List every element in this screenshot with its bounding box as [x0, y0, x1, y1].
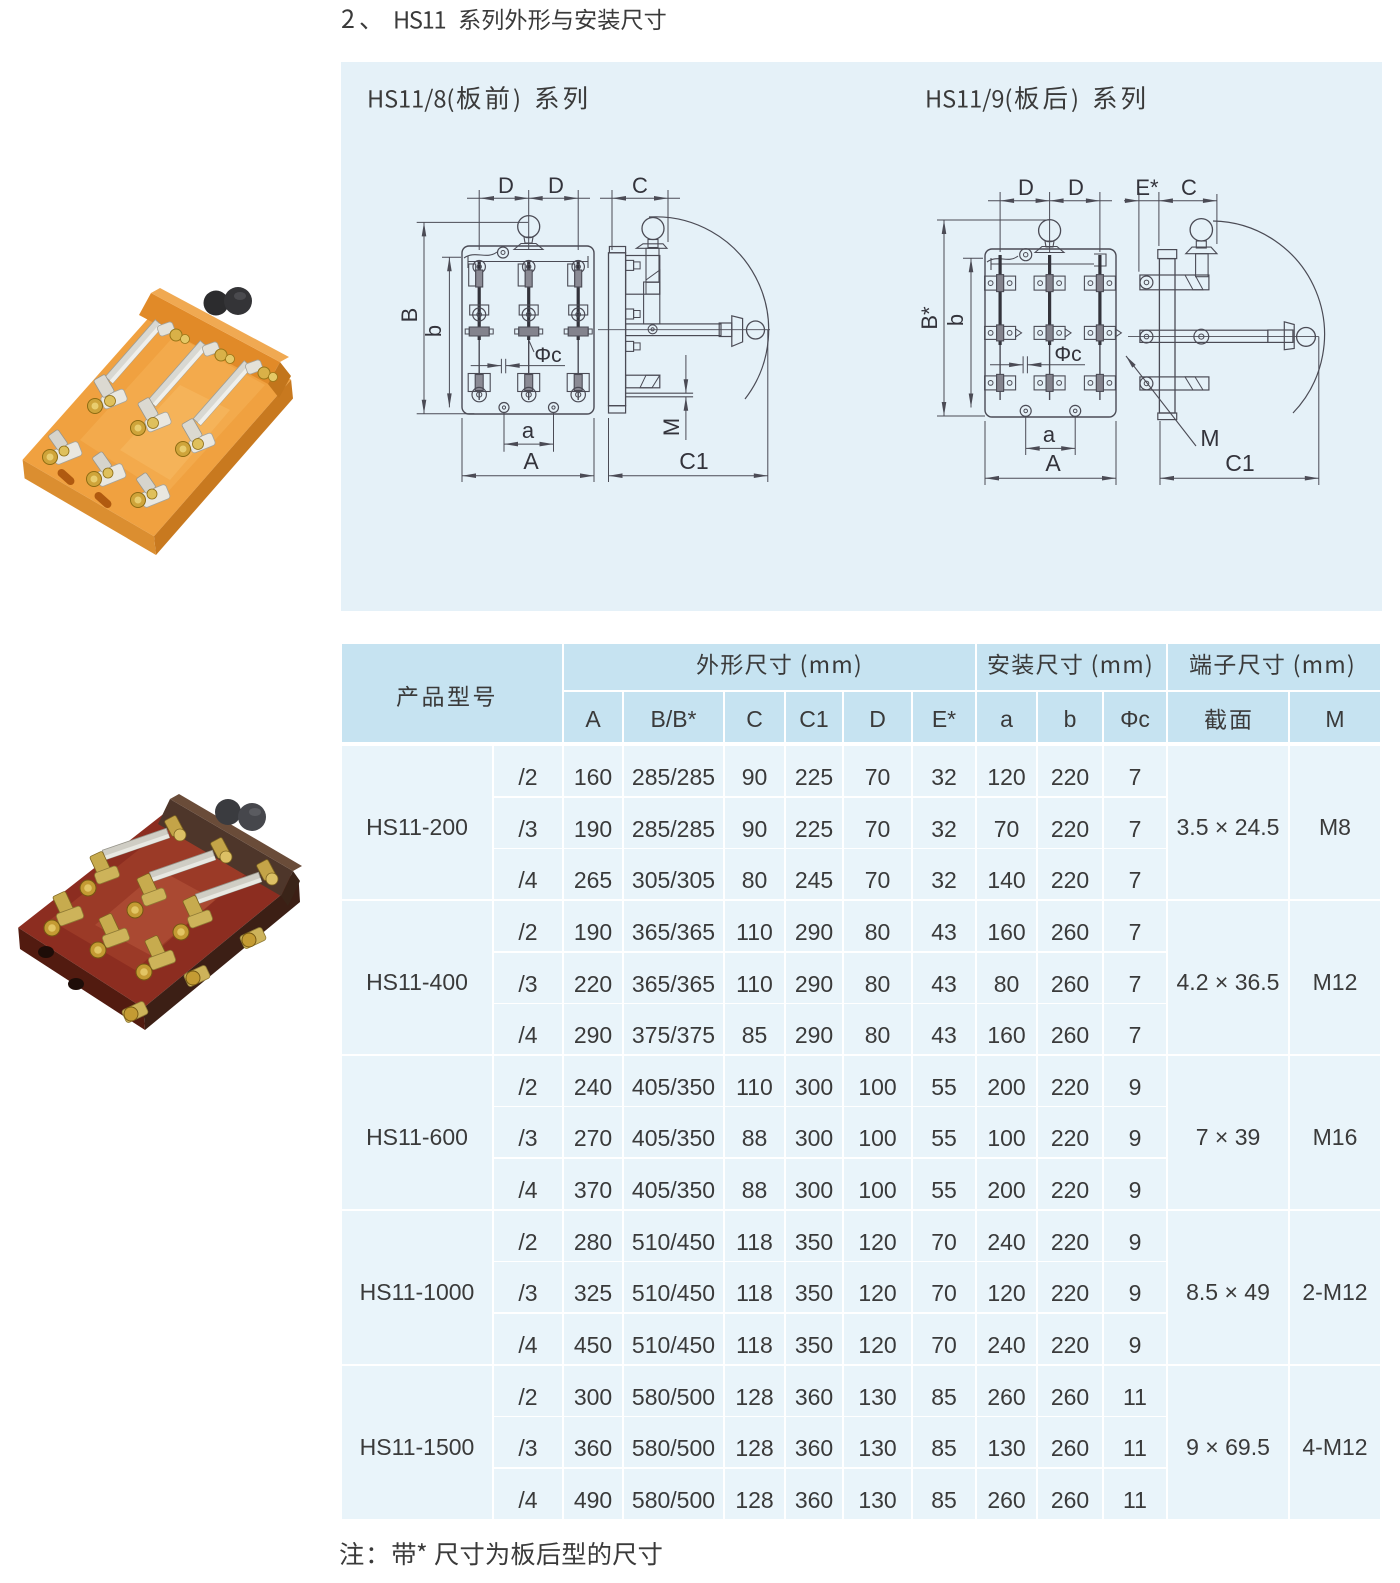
svg-text:C1: C1: [1225, 450, 1254, 476]
svg-text:a: a: [1043, 422, 1056, 447]
svg-text:Φc: Φc: [534, 344, 561, 367]
svg-text:C1: C1: [679, 448, 708, 474]
svg-text:A: A: [1045, 450, 1061, 476]
svg-text:E*: E*: [1135, 175, 1159, 200]
svg-text:D: D: [1068, 175, 1084, 200]
svg-text:B*: B*: [917, 306, 942, 330]
svg-text:D: D: [1018, 175, 1034, 200]
svg-text:M: M: [659, 418, 684, 436]
svg-text:B: B: [397, 308, 422, 323]
svg-text:A: A: [523, 448, 539, 474]
svg-text:C: C: [1181, 175, 1197, 200]
svg-text:a: a: [522, 418, 535, 443]
svg-text:M: M: [1200, 425, 1219, 451]
svg-text:D: D: [498, 173, 514, 198]
svg-text:Φc: Φc: [1054, 343, 1081, 366]
svg-text:b: b: [943, 314, 968, 326]
svg-text:b: b: [421, 325, 446, 337]
svg-text:C: C: [632, 173, 648, 198]
svg-text:D: D: [548, 173, 564, 198]
